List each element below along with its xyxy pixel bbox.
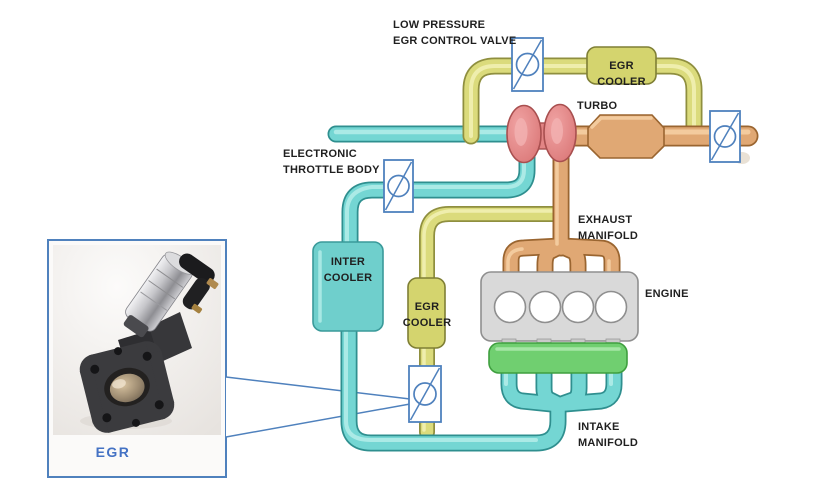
cylinder-3 <box>561 290 595 324</box>
cylinder-2 <box>528 290 562 324</box>
lp-egr-line <box>462 57 703 145</box>
cylinder-1 <box>493 290 527 324</box>
egr-cooler-top-box <box>586 46 657 85</box>
label-intake-manifold: INTAKE MANIFOLD <box>578 421 639 449</box>
electronic-throttle-body-valve-icon <box>383 159 414 213</box>
intake-manifold-pipes <box>340 319 623 452</box>
exhaust-manifold-pipes <box>502 141 621 285</box>
intercooler-box <box>312 241 384 332</box>
label-egr-cooler-mid: EGR COOLER <box>402 301 452 329</box>
label-engine: ENGINE <box>645 288 689 300</box>
egr-valve-icon <box>408 365 442 423</box>
callout-wedge <box>225 376 411 438</box>
label-egr-cooler-top: EGR COOLER <box>597 60 646 88</box>
egr-valve-photo-art <box>79 251 219 433</box>
label-low-pressure-egr-control-valve: LOW PRESSURE EGR CONTROL VALVE <box>393 19 517 47</box>
turbo-shape <box>506 103 577 164</box>
label-electronic-throttle-body: ELECTRONIC THROTTLE BODY <box>283 148 380 176</box>
egr-cooler-mid-box <box>407 277 446 349</box>
label-egr-photo-caption: EGR <box>95 444 131 460</box>
lp-egr-control-valve-icon <box>511 37 544 92</box>
intake-plenum <box>488 342 628 374</box>
egr-photo-inset <box>47 239 227 478</box>
label-intercooler: INTER COOLER <box>323 256 373 284</box>
engine-block <box>480 271 639 347</box>
label-turbo: TURBO <box>577 100 618 112</box>
charge-air-pipe <box>341 147 536 255</box>
exhaust-backpressure-valve-icon <box>709 110 750 164</box>
catalytic-converter <box>587 114 665 159</box>
label-exhaust-manifold: EXHAUST MANIFOLD <box>578 214 639 242</box>
cylinder-4 <box>594 290 628 324</box>
hp-egr-line <box>419 206 561 440</box>
